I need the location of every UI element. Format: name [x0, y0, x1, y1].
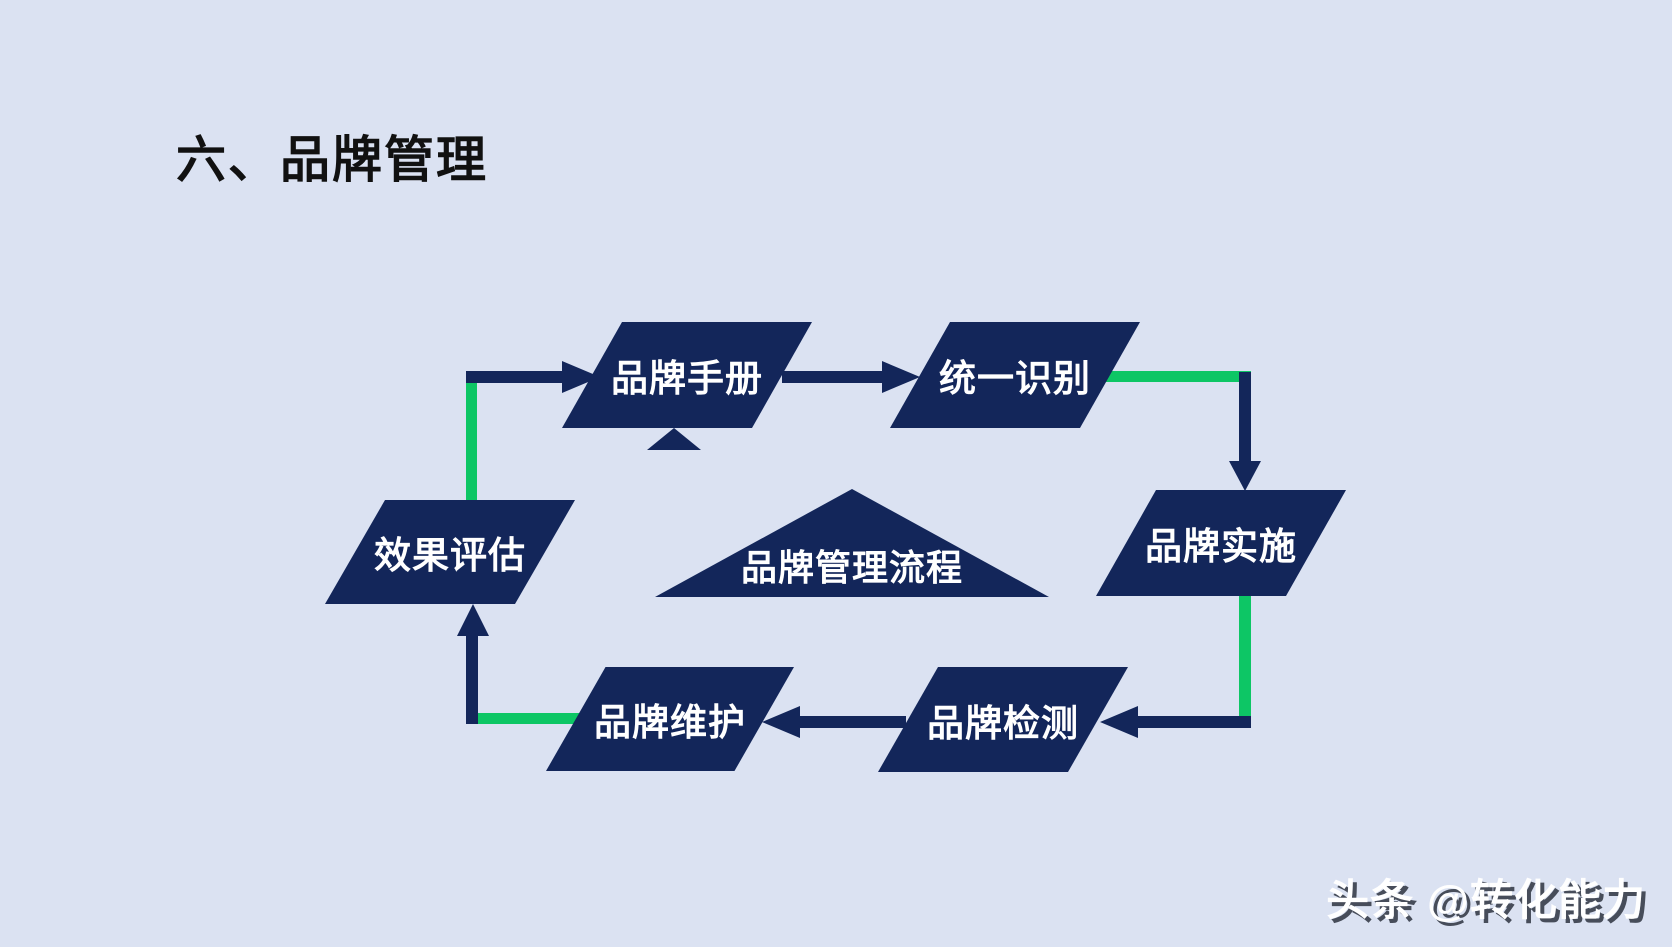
- arrow-down-to-implementation-shaft: [1239, 372, 1251, 461]
- arrow-into-brand-manual-shaft: [466, 371, 562, 383]
- connector-evaluation-to-manual-vertical: [466, 376, 477, 503]
- small-triangle-icon: [647, 428, 701, 450]
- node-brand-manual: 品牌手册: [562, 322, 812, 428]
- node-effect-evaluation: 效果评估: [325, 500, 575, 604]
- node-brand-maintenance-label: 品牌维护: [594, 702, 746, 743]
- arrow-up-to-evaluation-head-icon: [457, 604, 489, 636]
- node-brand-implementation-label: 品牌实施: [1145, 526, 1297, 567]
- center-triangle-label: 品牌管理流程: [740, 547, 963, 588]
- center-triangle: 品牌管理流程: [655, 489, 1049, 597]
- arrow-down-to-implementation-head-icon: [1229, 461, 1261, 491]
- slide-title: 六、品牌管理: [176, 132, 488, 188]
- watermark: 头条 @转化能力: [1326, 877, 1646, 925]
- connector-identity-to-implementation-horizontal: [1106, 371, 1251, 382]
- arrow-into-monitoring-shaft: [1138, 716, 1251, 728]
- node-brand-implementation: 品牌实施: [1096, 490, 1346, 596]
- node-brand-maintenance: 品牌维护: [546, 667, 794, 771]
- arrow-up-to-evaluation-shaft: [466, 636, 478, 724]
- node-unified-identity: 统一识别: [890, 322, 1140, 428]
- connector-implementation-to-monitoring-vertical: [1239, 594, 1251, 722]
- node-effect-evaluation-label: 效果评估: [374, 535, 526, 576]
- arrow-monitoring-to-maintenance-shaft: [800, 716, 906, 728]
- node-brand-manual-label: 品牌手册: [611, 358, 763, 399]
- node-brand-monitoring-label: 品牌检测: [927, 702, 1079, 744]
- arrow-into-monitoring-head-icon: [1100, 706, 1138, 738]
- arrow-manual-to-identity-shaft: [782, 371, 882, 383]
- node-unified-identity-label: 统一识别: [939, 358, 1091, 399]
- node-brand-monitoring: 品牌检测: [878, 667, 1128, 772]
- connector-maintenance-to-evaluation-horizontal: [470, 713, 580, 724]
